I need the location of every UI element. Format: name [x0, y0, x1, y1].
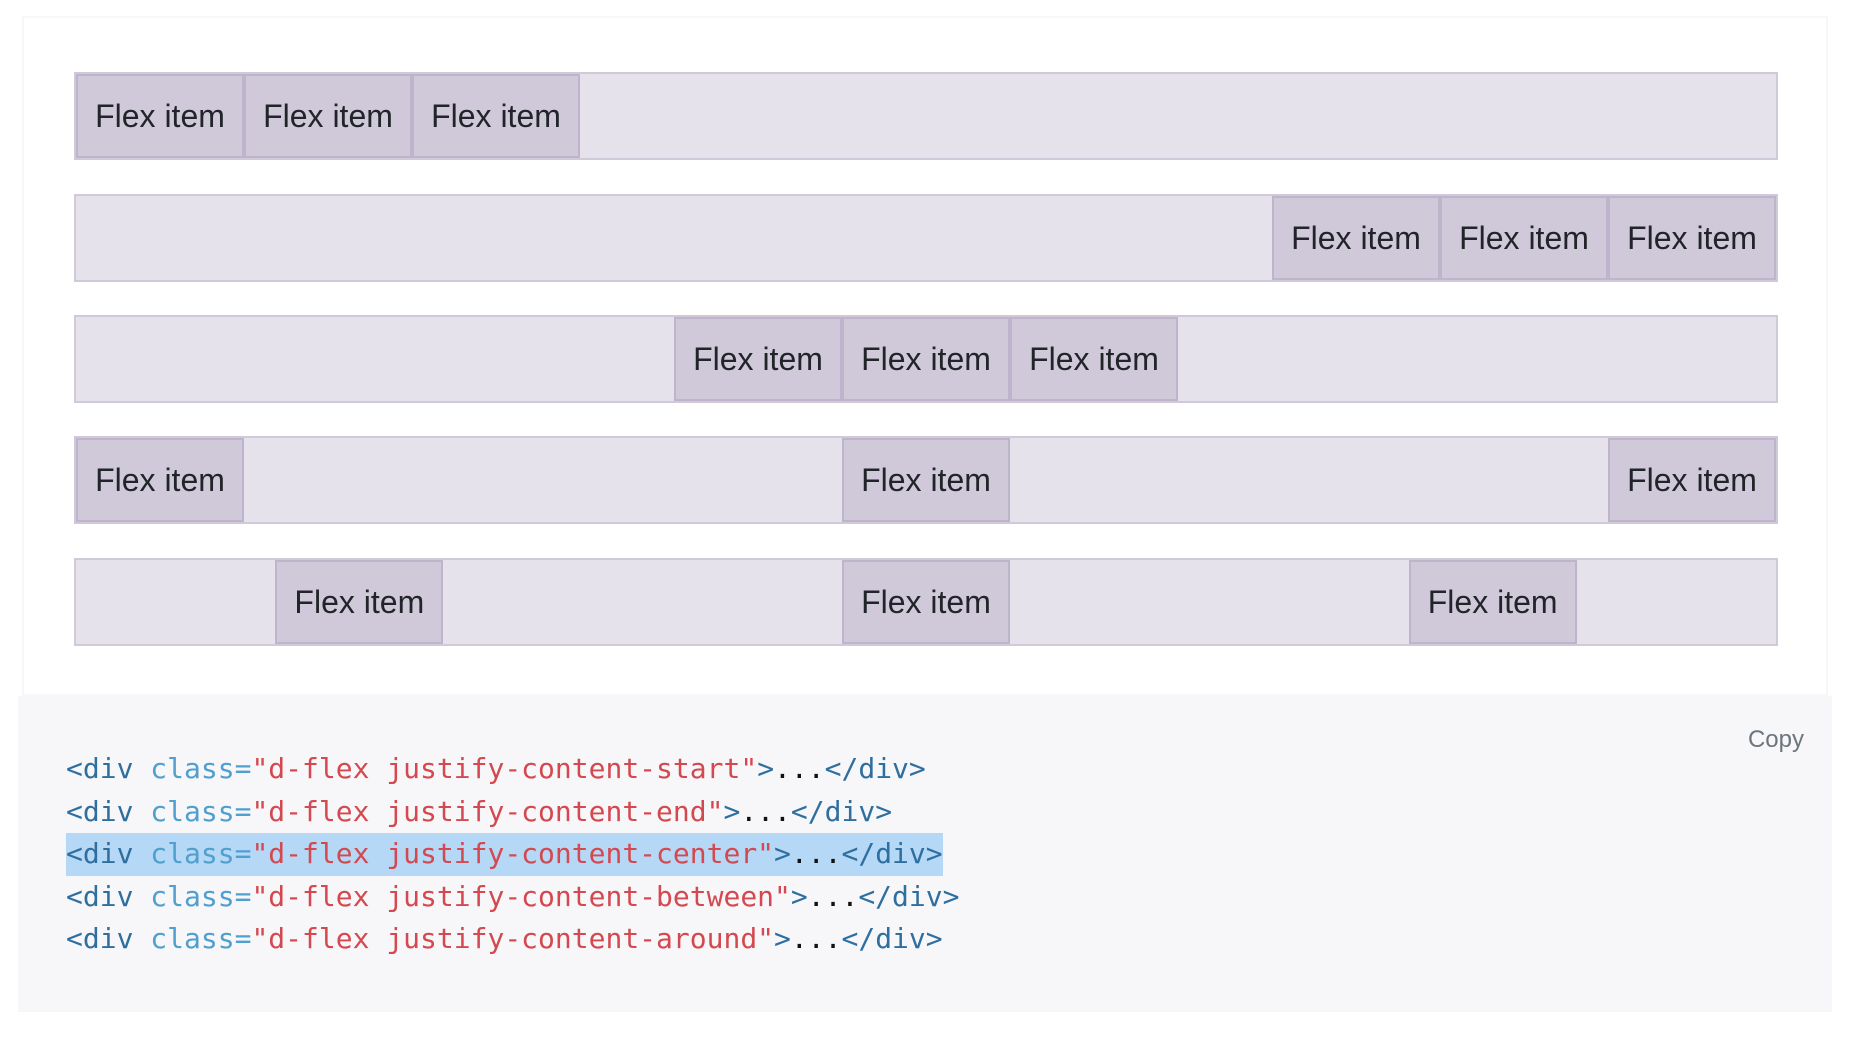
flex-item: Flex item: [76, 74, 244, 158]
flex-row-justify-start: Flex item Flex item Flex item: [74, 72, 1778, 160]
attr-name: class=: [133, 794, 252, 828]
code-line: <div class="d-flex justify-content-end">…: [66, 791, 892, 834]
code-line-selected: <div class="d-flex justify-content-cente…: [66, 833, 943, 876]
tag-open: <div: [66, 794, 134, 828]
flex-item: Flex item: [1608, 196, 1776, 280]
tag-close: >: [757, 752, 775, 785]
tag-close: >: [723, 794, 741, 828]
flex-item: Flex item: [842, 317, 1010, 401]
tag-end: </div>: [858, 879, 960, 913]
tag-close: >: [774, 922, 791, 955]
code-block[interactable]: <div class="d-flex justify-content-start…: [66, 748, 959, 961]
attr-name: class=: [133, 837, 252, 870]
flex-item: Flex item: [1608, 438, 1776, 522]
flex-item: Flex item: [841, 560, 1010, 644]
ellipsis: ...: [807, 879, 859, 913]
flex-item: Flex item: [674, 317, 842, 401]
attr-name: class=: [133, 879, 252, 913]
tag-open: <div: [66, 922, 134, 955]
attr-name: class=: [133, 922, 252, 955]
code-line: <div class="d-flex justify-content-start…: [66, 748, 926, 791]
tag-end: </div>: [824, 752, 926, 785]
flex-item: Flex item: [1272, 196, 1440, 280]
tag-end: </div>: [790, 794, 893, 828]
flex-item: Flex item: [275, 560, 444, 644]
tag-close: >: [790, 879, 808, 913]
flex-item: Flex item: [1408, 560, 1577, 644]
attr-value: "d-flex justify-content-start": [251, 752, 758, 785]
attr-value: "d-flex justify-content-end": [251, 794, 724, 828]
tag-open: <div: [66, 879, 134, 913]
flex-item: Flex item: [842, 438, 1010, 522]
flex-item: Flex item: [244, 74, 412, 158]
code-line: <div class="d-flex justify-content-aroun…: [66, 918, 943, 961]
attr-value: "d-flex justify-content-center": [251, 837, 775, 870]
flex-item: Flex item: [1440, 196, 1608, 280]
attr-value: "d-flex justify-content-around": [251, 922, 775, 955]
attr-value: "d-flex justify-content-between": [251, 879, 791, 913]
flex-item: Flex item: [1010, 317, 1178, 401]
flex-row-justify-end: Flex item Flex item Flex item: [74, 194, 1778, 282]
flex-row-justify-around: Flex item Flex item Flex item: [74, 558, 1778, 646]
flex-item: Flex item: [412, 74, 580, 158]
flex-row-justify-center: Flex item Flex item Flex item: [74, 315, 1778, 403]
attr-name: class=: [133, 752, 252, 785]
ellipsis: ...: [790, 922, 842, 955]
tag-close: >: [774, 837, 791, 870]
copy-button[interactable]: Copy: [1747, 726, 1804, 753]
flex-item: Flex item: [76, 438, 244, 522]
ellipsis: ...: [774, 752, 825, 785]
flex-row-justify-between: Flex item Flex item Flex item: [74, 436, 1778, 524]
ellipsis: ...: [740, 794, 791, 828]
example-panel: Flex item Flex item Flex item Flex item …: [22, 16, 1828, 696]
code-line: <div class="d-flex justify-content-betwe…: [66, 876, 959, 919]
tag-open: <div: [66, 837, 134, 870]
tag-end: </div>: [841, 922, 943, 955]
tag-end: </div>: [841, 837, 943, 870]
tag-open: <div: [66, 752, 134, 785]
ellipsis: ...: [790, 837, 842, 870]
code-panel: Copy <div class="d-flex justify-content-…: [18, 696, 1832, 1012]
